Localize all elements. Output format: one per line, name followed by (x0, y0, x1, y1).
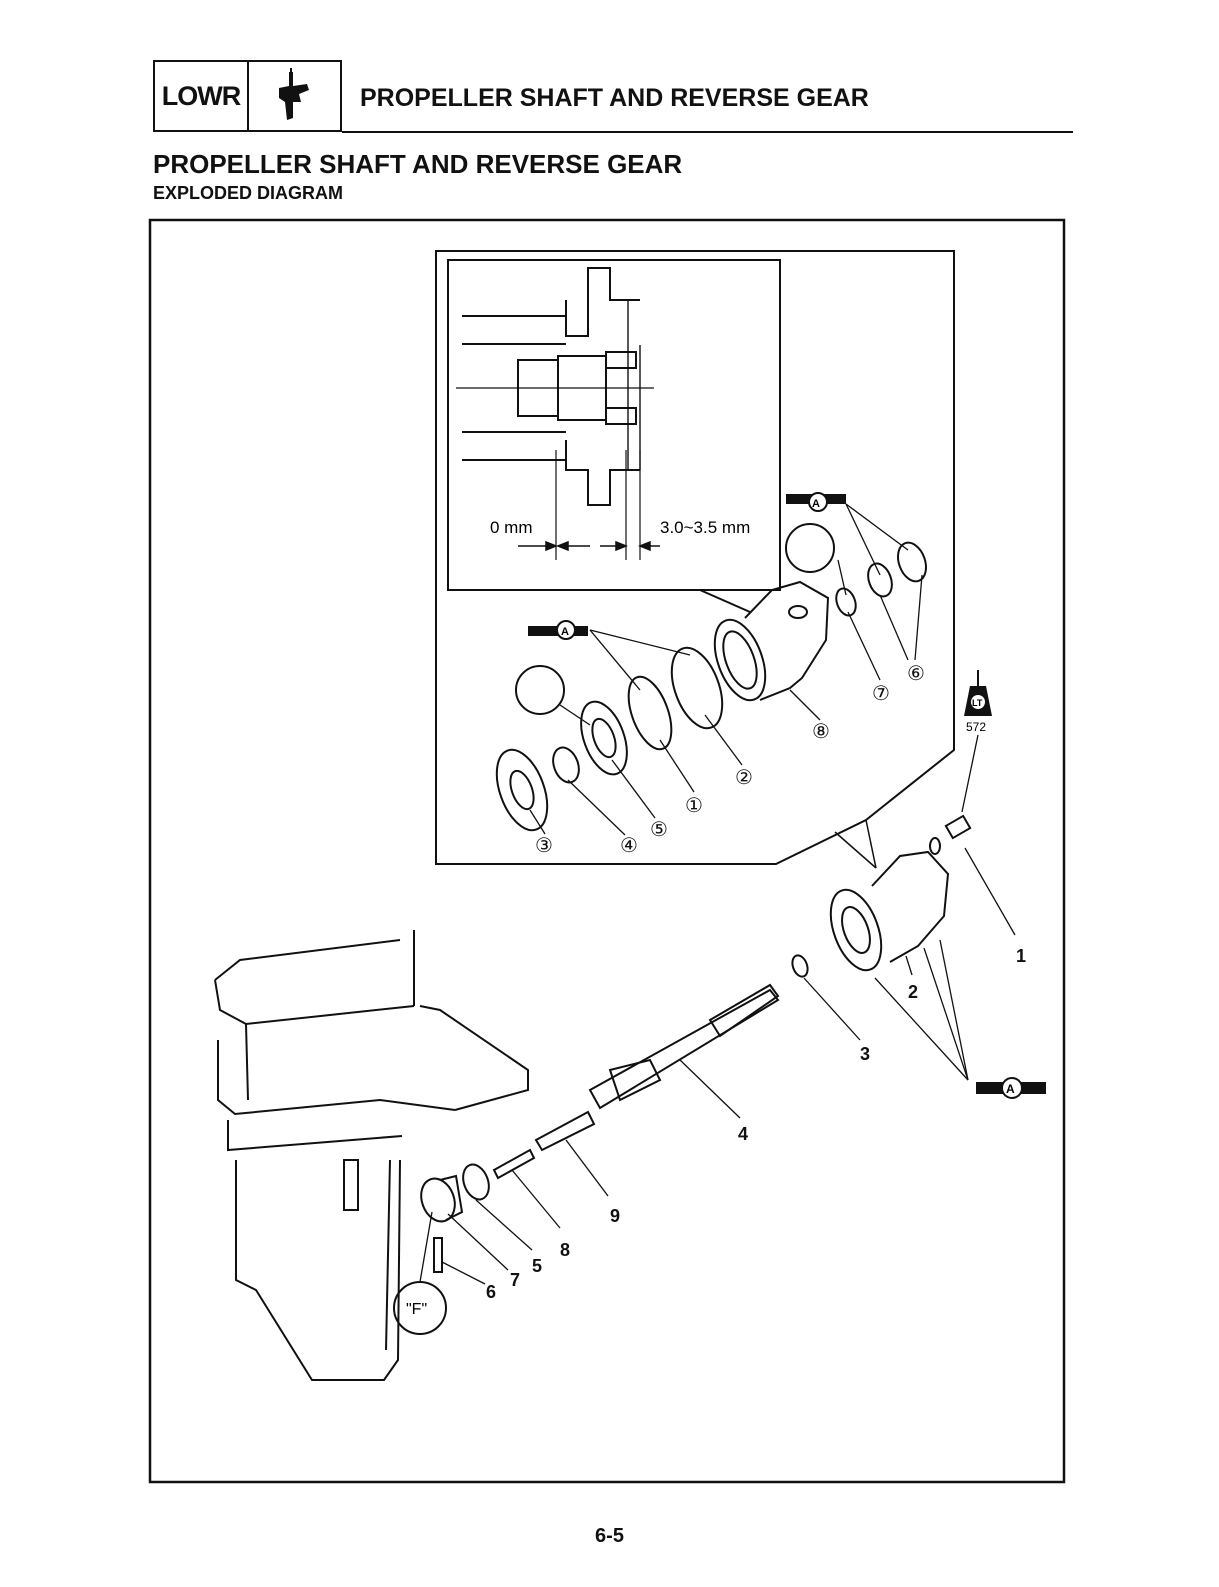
locktite-symbol (964, 670, 992, 716)
bolt (930, 816, 970, 854)
inset-callout-8: ⑧ (812, 719, 830, 743)
lower-unit-casing (215, 930, 528, 1380)
seal-detail-lens (786, 524, 834, 572)
inset-callout-2: ② (735, 765, 753, 789)
inset-oring-large (662, 641, 732, 735)
inset-callout-7: ⑦ (872, 681, 890, 705)
grease-symbol-top-letter: A (812, 498, 820, 510)
locktite-number: 572 (966, 720, 986, 734)
inset-shim (549, 744, 584, 786)
page-number: 6-5 (0, 1525, 1219, 1548)
spring (536, 1112, 594, 1150)
dimension-zero-label: 0 mm (490, 518, 533, 537)
bearing-detail-lens (516, 666, 564, 714)
main-housing (821, 852, 948, 977)
inset-callout-1: ① (685, 793, 703, 817)
main-callout-1: 1 (1016, 946, 1026, 966)
inset-callout-5: ⑤ (650, 817, 668, 841)
main-callout-8: 8 (560, 1240, 570, 1260)
main-callout-3: 3 (860, 1044, 870, 1064)
installation-detail (448, 260, 780, 612)
dog-clutch (415, 1174, 462, 1226)
main-callout-9: 9 (610, 1206, 620, 1226)
grease-symbol-mid-letter: A (561, 626, 569, 638)
cross-pin (494, 1150, 534, 1178)
spring-ring (459, 1161, 494, 1203)
inset-seals (833, 539, 931, 618)
inset-bearing (572, 695, 636, 780)
main-callout-4: 4 (738, 1124, 748, 1144)
inset-callout-3: ③ (535, 833, 553, 857)
inset-reverse-gear (487, 743, 557, 837)
grease-symbol-mid (528, 621, 588, 639)
dimension-gap-label: 3.0~3.5 mm (660, 518, 750, 537)
inset-oring-small (620, 671, 680, 755)
main-callout-7: 7 (510, 1270, 520, 1290)
dimension-arrows (518, 542, 660, 550)
inset-callout-4: ④ (620, 833, 638, 857)
inset-callout-6: ⑥ (907, 661, 925, 685)
forward-mark: "F" (406, 1301, 427, 1318)
main-callout-6: 6 (486, 1282, 496, 1302)
propeller-shaft (590, 985, 778, 1108)
main-callout-5: 5 (532, 1256, 542, 1276)
locktite-letters: LT (972, 698, 983, 708)
shift-slider (434, 1238, 442, 1272)
shim (790, 953, 811, 978)
grease-symbol-bottom-letter: A (1006, 1082, 1015, 1096)
main-callout-2: 2 (908, 982, 918, 1002)
